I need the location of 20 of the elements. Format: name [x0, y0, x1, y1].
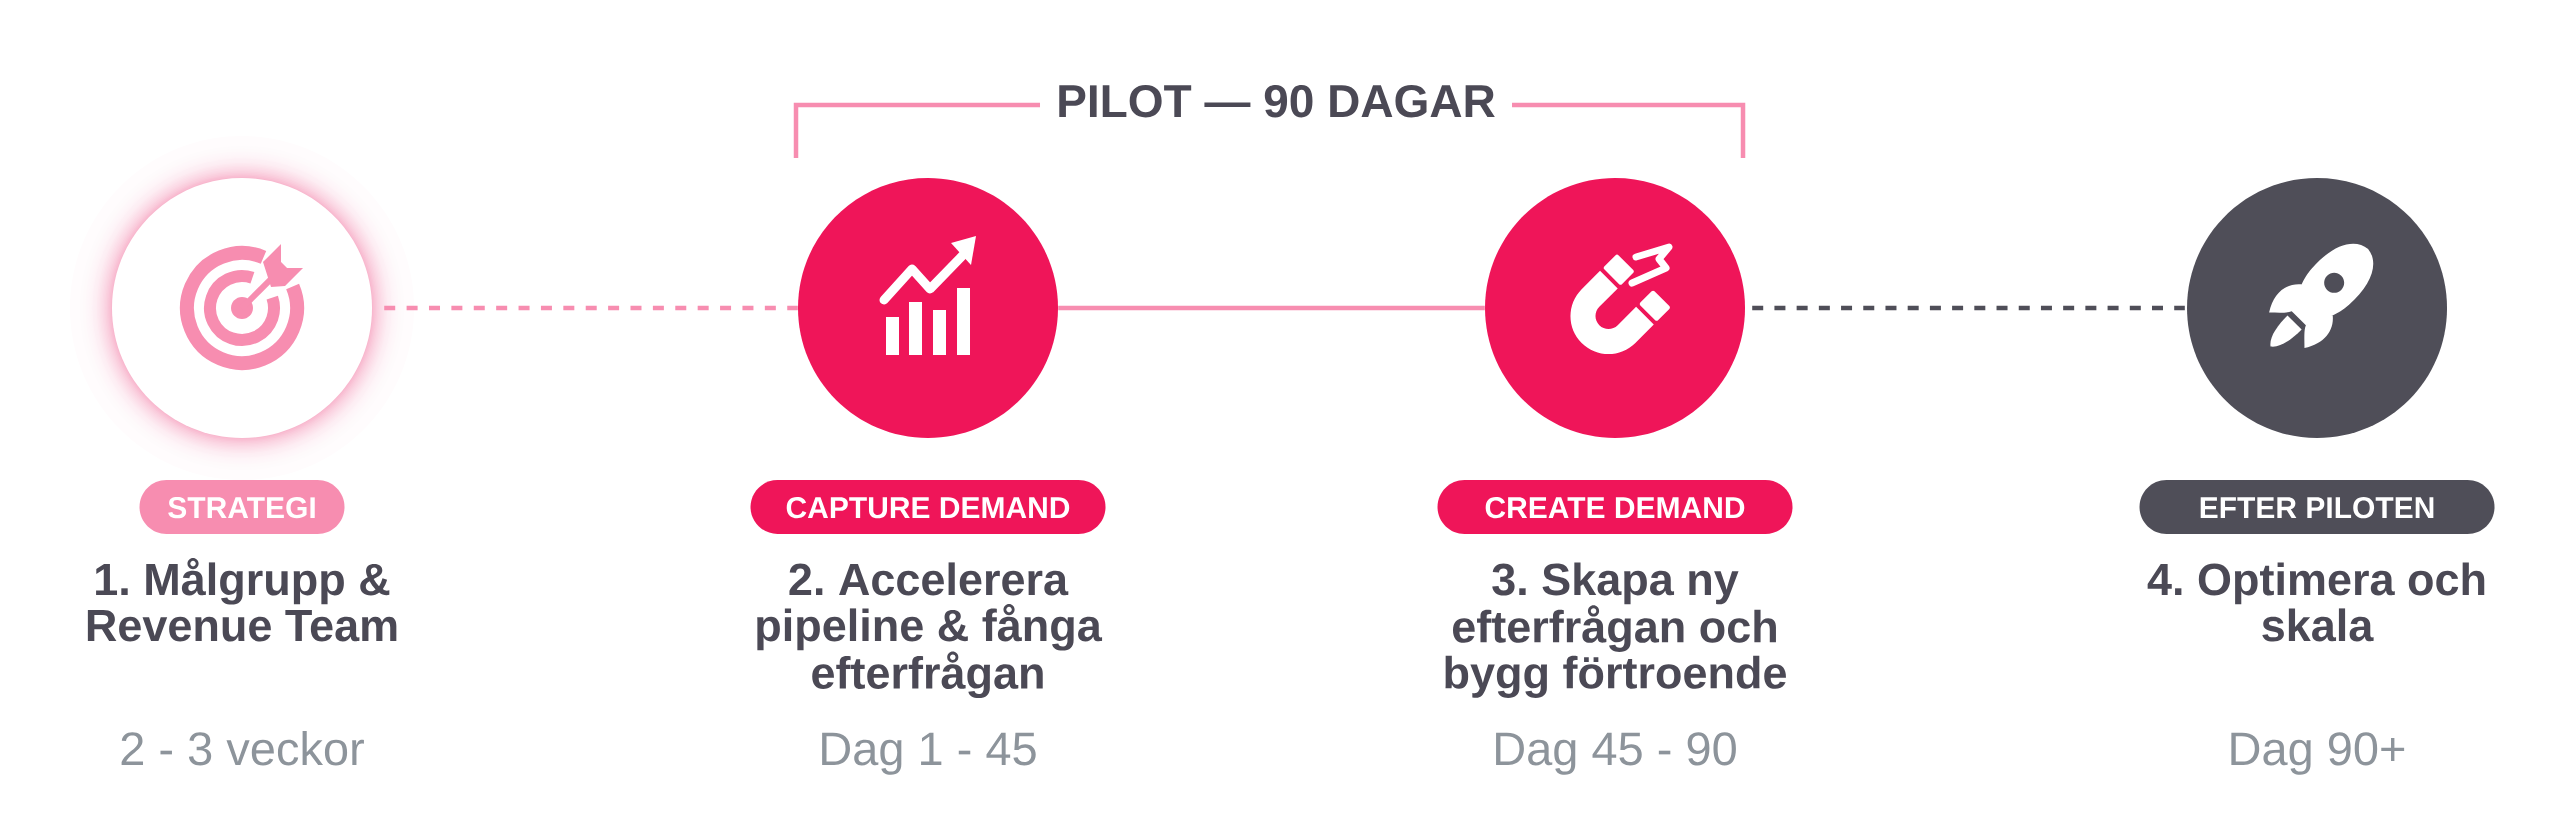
- connector: [384, 305, 798, 311]
- phase-tag: CAPTURE DEMAND: [750, 480, 1106, 534]
- duration-label: 2 - 3 veckor: [121, 730, 364, 766]
- step-circle: [798, 178, 1058, 438]
- step-circle: [112, 178, 372, 438]
- step-title: 3. Skapa ny efterfrågan och bygg förtroende: [1445, 562, 1786, 698]
- phase-tag: STRATEGI: [139, 480, 345, 534]
- step-circle: [2187, 178, 2447, 438]
- connector: [1058, 305, 1485, 311]
- phase-tag: EFTER PILOTEN: [2139, 480, 2495, 534]
- step-title: 4. Optimera och skala: [2147, 562, 2485, 642]
- duration-label: Dag 1 - 45: [822, 732, 1036, 775]
- phase-tag: CREATE DEMAND: [1437, 480, 1793, 534]
- step-title: 2. Accelerera pipeline & fånga efterfrågan: [757, 562, 1103, 699]
- step-circle: [1485, 178, 1745, 438]
- bracket-title: PILOT — 90 DAGAR: [1059, 84, 1495, 118]
- step-title: 1. Målgrupp & Revenue Team: [87, 558, 397, 642]
- duration-label: Dag 45 - 90: [1496, 732, 1736, 775]
- connector: [1752, 305, 2185, 311]
- duration-label: Dag 90+: [2231, 732, 2405, 775]
